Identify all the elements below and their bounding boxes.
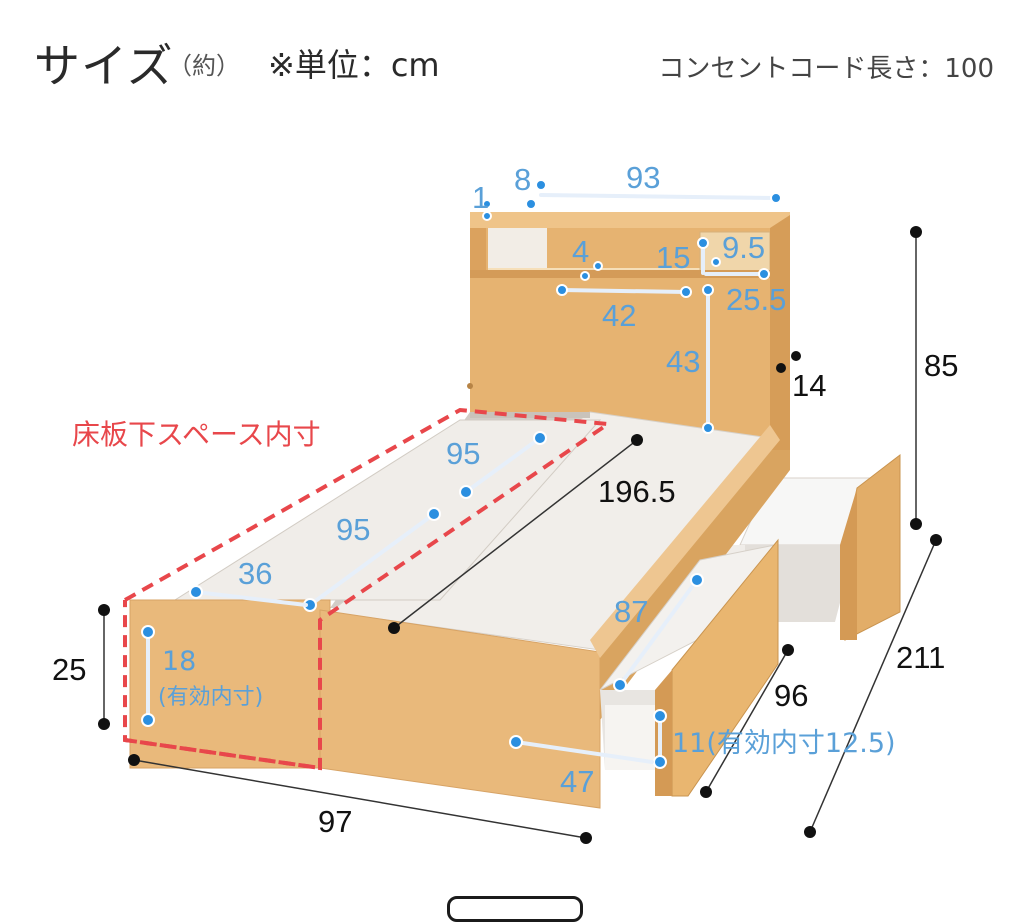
- underfloor-label: 床板下スペース内寸: [72, 418, 321, 451]
- underfloor-outline: [123, 407, 614, 771]
- label-95-b: 95: [336, 512, 370, 547]
- label-15: 15: [656, 240, 690, 275]
- label-11: 11(有効内寸12.5): [672, 728, 896, 759]
- label-47: 47: [560, 764, 594, 799]
- label-18: 18: [162, 646, 196, 677]
- label-25-5: 25.5: [726, 282, 786, 317]
- label-8: 8: [514, 162, 531, 197]
- label-95-a: 95: [446, 436, 480, 471]
- label-97: 97: [318, 804, 352, 839]
- label-85: 85: [924, 348, 958, 383]
- label-96: 96: [774, 678, 808, 713]
- label-9-5: 9.5: [722, 230, 765, 265]
- unit-note: ※単位：cm: [268, 46, 440, 84]
- label-43: 43: [666, 344, 700, 379]
- label-87: 87: [614, 594, 648, 629]
- dimension-labels: 1 8 93 4 15 9.5 42 25.5 43 14 85 95 196.…: [52, 160, 958, 839]
- blue-dimensions: [141, 179, 782, 769]
- label-25: 25: [52, 652, 86, 687]
- label-211: 211: [896, 640, 945, 675]
- header: サイズ （約） ※単位：cm コンセントコード長さ：100: [0, 0, 1024, 110]
- approx-note: （約）: [168, 52, 240, 80]
- label-93: 93: [626, 160, 660, 195]
- label-4: 4: [572, 234, 589, 269]
- page-title: サイズ: [34, 39, 174, 93]
- black-dimensions: [98, 226, 942, 844]
- cord-length-note: コンセントコード長さ：100: [658, 54, 994, 84]
- carousel-pager[interactable]: [447, 896, 583, 922]
- label-18-note: (有効内寸): [158, 685, 263, 710]
- label-1: 1: [472, 180, 489, 215]
- label-42: 42: [602, 298, 636, 333]
- label-14: 14: [792, 368, 826, 403]
- label-196-5: 196.5: [598, 474, 676, 509]
- label-36: 36: [238, 556, 272, 591]
